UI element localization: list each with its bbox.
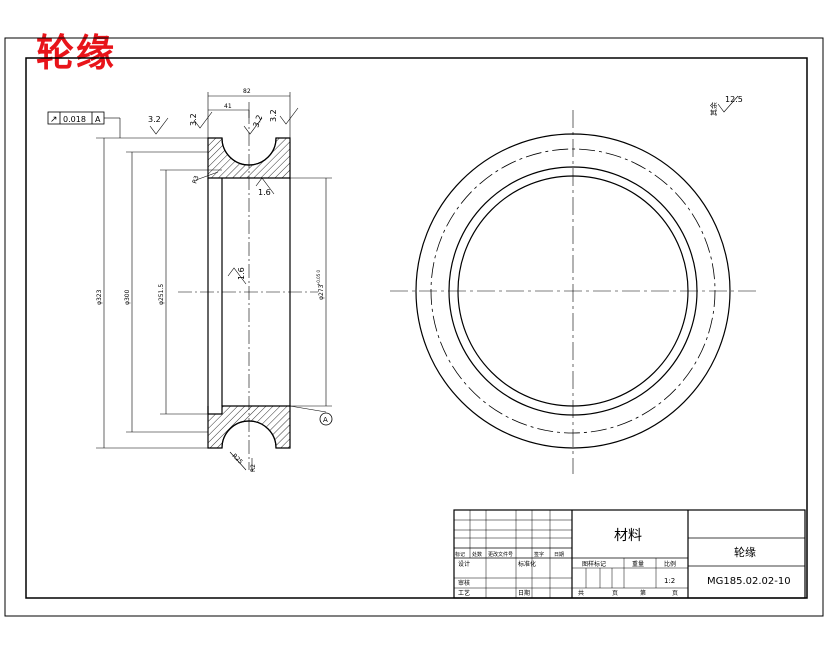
roughness-top-mid-a: 3.2 [189,113,198,126]
inner-border [25,57,808,599]
tolerance-symbol: ↗ [50,115,58,125]
datum-label: A [323,416,328,424]
roughness-top-right: 3.2 [269,109,278,122]
dim-width-total: 82 [243,88,251,95]
sign-standardize: 标准化 [518,560,536,568]
roughness-top-mid-b: 3.2 [251,114,264,129]
sheet-label-2: 第 [640,589,646,597]
roughness-groove: 1.6 [258,188,271,197]
section-view [96,92,333,472]
rev-header-4: 日期 [554,552,564,558]
dim-radius-small: R2 [250,464,257,472]
title-block [453,509,806,599]
sheet-label-3: 页 [672,590,678,597]
rev-header-2: 更改文件号 [488,551,513,558]
sheet-label-0: 共 [578,589,584,597]
dim-radius-groove: R25 [231,452,244,465]
general-roughness: 其余 12.5 [709,95,743,116]
sign-design: 设计 [458,560,470,568]
mid-header-2: 比例 [664,560,676,568]
mid-header-1: 重量 [632,560,644,568]
outer-border [4,37,824,617]
roughness-top-left: 3.2 [148,115,161,124]
part-name: 轮缘 [734,545,756,559]
sign-date: 日期 [518,589,530,597]
tolerance-value: 0.018 [63,115,86,124]
general-roughness-label: 其余 [709,102,718,116]
dim-radius-top: R3 [191,175,200,185]
front-view [390,110,756,474]
sign-process: 工艺 [458,589,470,597]
dim-width-half: 41 [224,103,232,110]
dim-dia-bore: φ251.5 [158,284,165,305]
roughness-bore: 1.6 [237,267,246,280]
dim-dia-300: φ300 [124,289,131,305]
mid-header-0: 图样标记 [582,560,606,568]
rev-header-1: 处数 [472,551,482,558]
datum-marker [319,412,333,426]
drawing-title: 轮缘 [36,30,117,75]
material-label: 材料 [614,528,642,544]
dim-dia-fit: φ273 [318,284,325,300]
sheet-label-1: 页 [612,590,618,597]
general-roughness-value: 12.5 [725,95,743,104]
rev-header-0: 标记 [455,551,465,558]
tolerance-frame: ↗ 0.018 A [47,111,105,125]
scale-value: 1:2 [664,577,675,585]
tolerance-datum: A [95,115,101,124]
rev-header-3: 签字 [534,551,544,558]
dim-dia-outer: φ323 [96,289,103,305]
dim-dia-fit-tol: +0.05 0 [316,269,321,286]
sign-review: 审核 [458,579,470,587]
part-number: MG185.02.02-10 [707,576,791,587]
